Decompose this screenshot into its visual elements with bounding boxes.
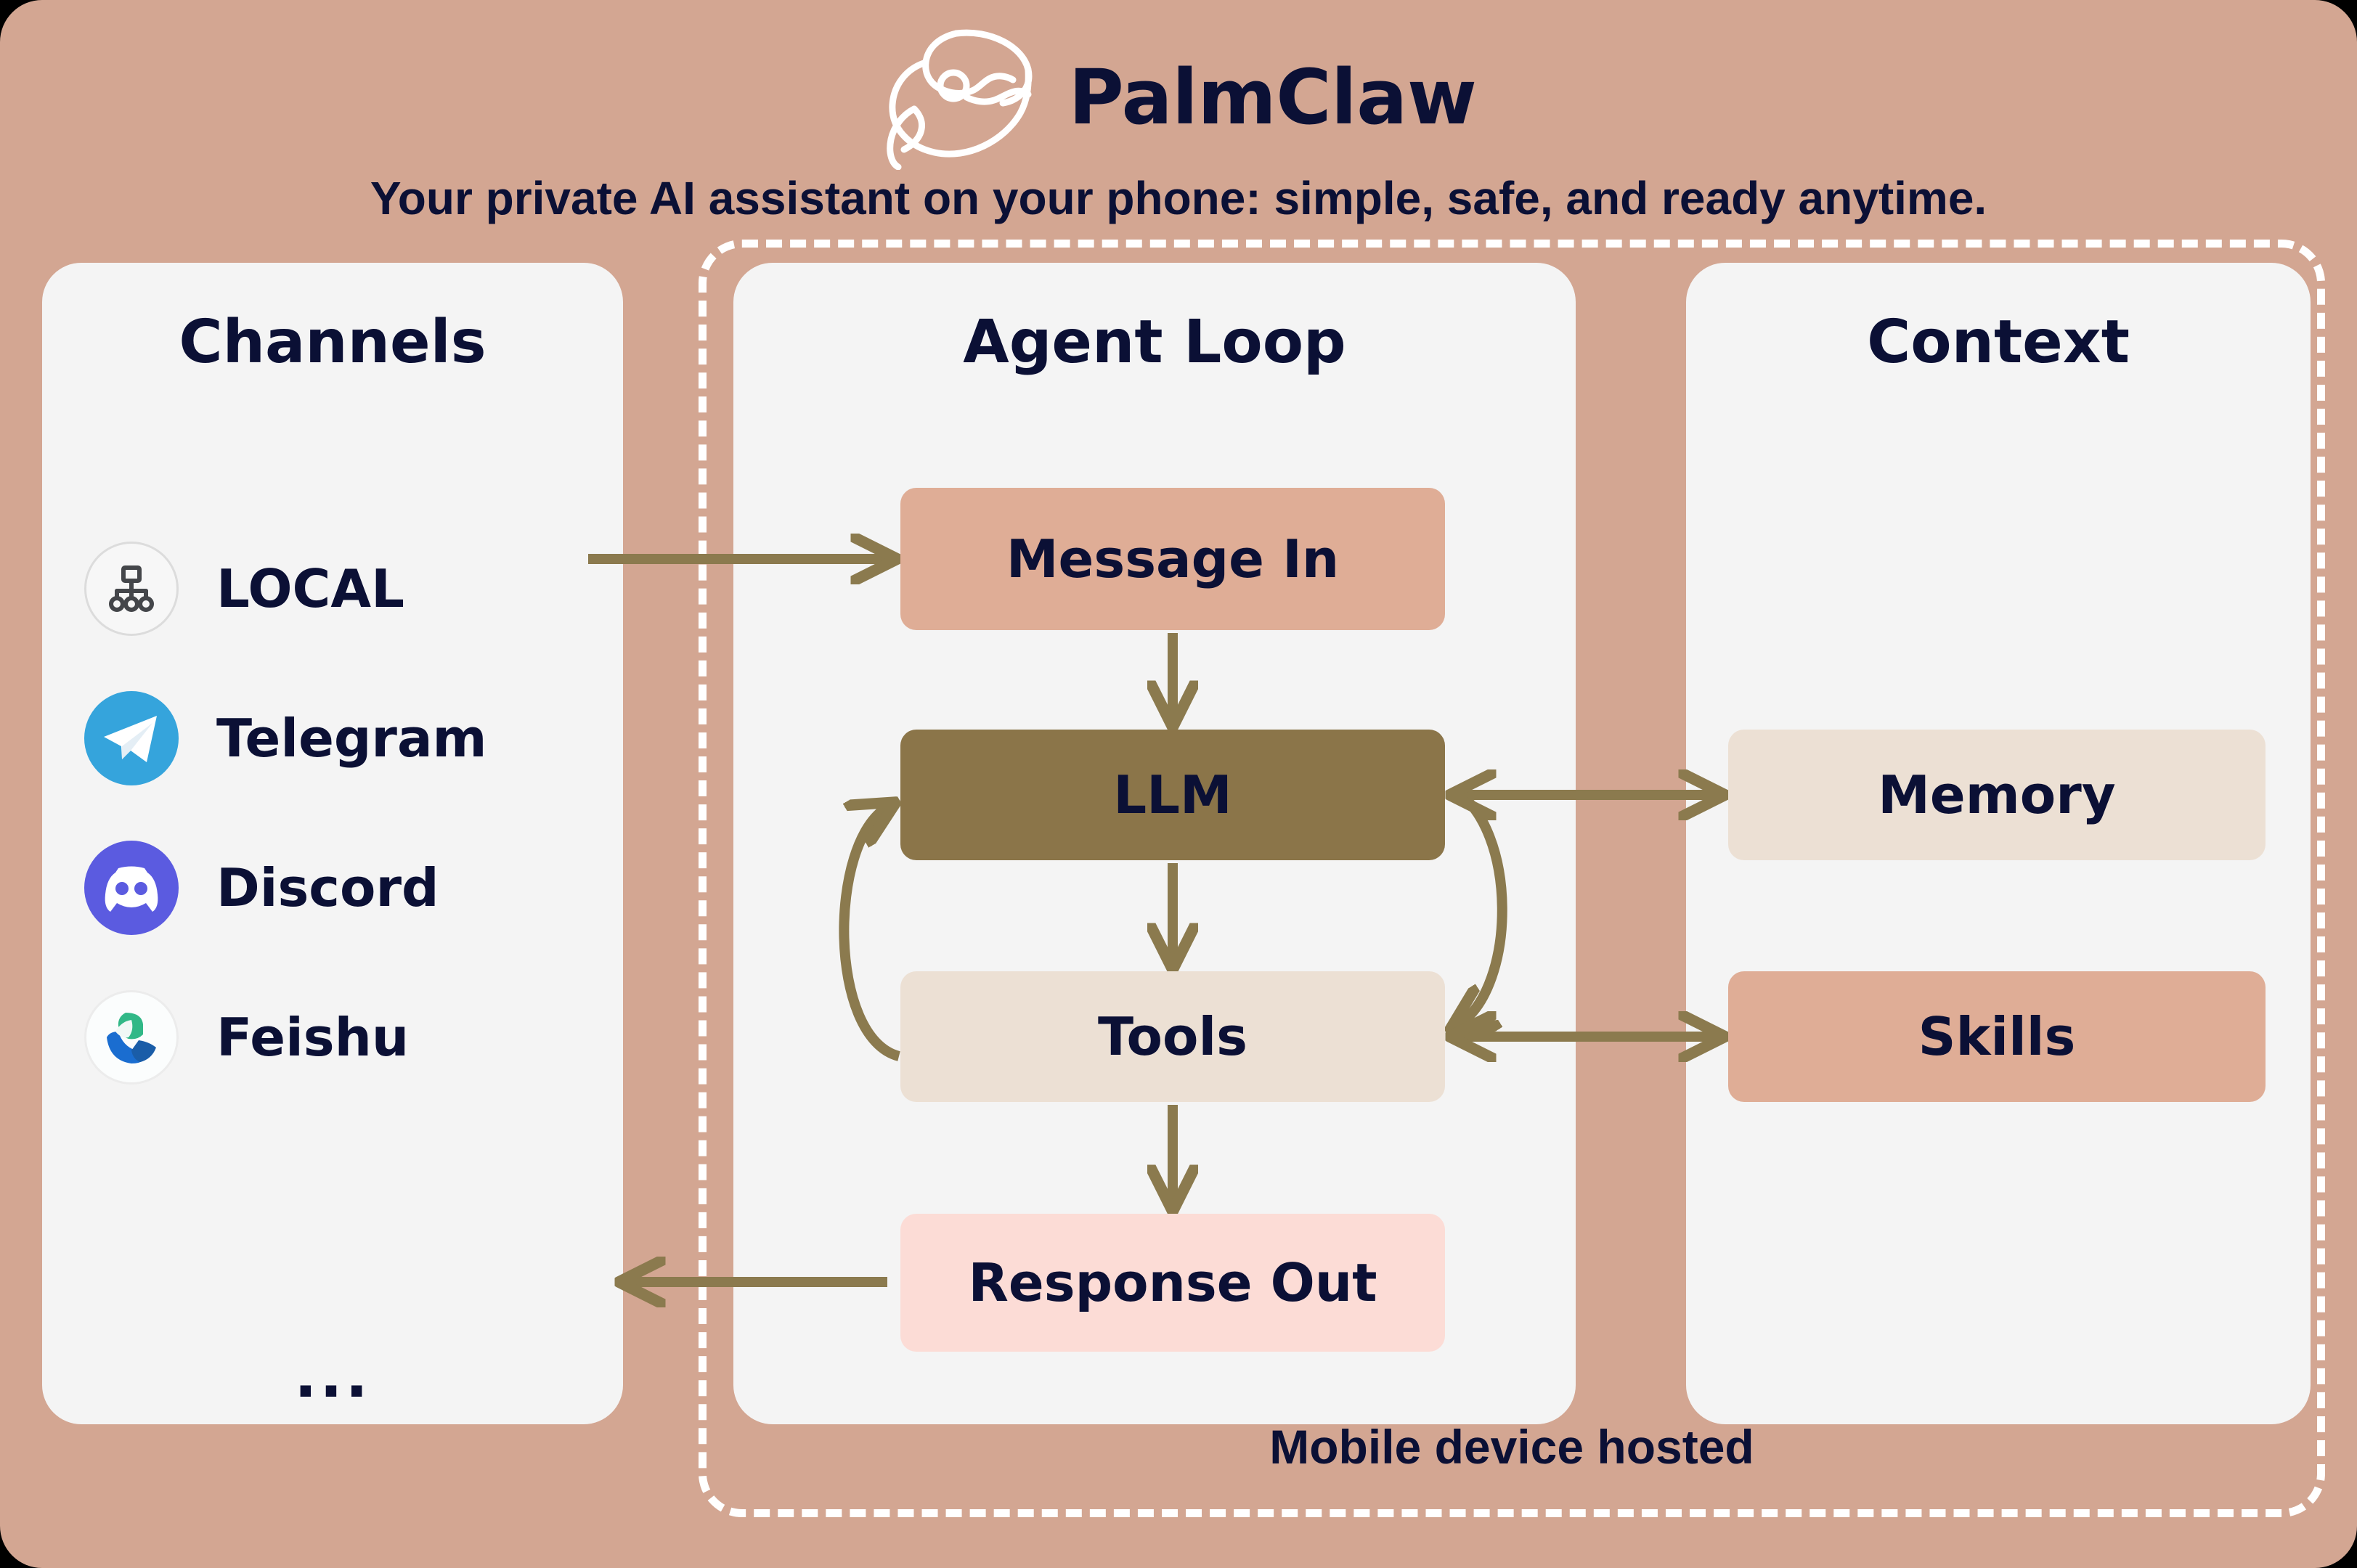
agent-loop-panel-title: Agent Loop (963, 308, 1346, 377)
sitemap-icon (84, 542, 179, 636)
mobile-device-label: Mobile device hosted (1269, 1420, 1754, 1474)
node-message-in[interactable]: Message In (900, 488, 1445, 630)
channel-label-feishu: Feishu (216, 1007, 410, 1068)
node-llm[interactable]: LLM (900, 730, 1445, 860)
channel-item-telegram[interactable]: Telegram (42, 663, 623, 813)
channel-label-discord: Discord (216, 857, 439, 918)
discord-icon (84, 841, 179, 935)
page-title: PalmClaw (1068, 52, 1477, 142)
node-memory[interactable]: Memory (1728, 730, 2266, 860)
channels-panel: Channels (42, 263, 623, 1424)
context-panel-title: Context (1867, 308, 2130, 377)
telegram-icon (84, 691, 179, 785)
crab-claw-icon (886, 29, 1032, 170)
mobile-device-boundary (699, 240, 2325, 1517)
channel-label-local: LOCAL (216, 558, 404, 619)
channel-item-local[interactable]: LOCAL (42, 514, 623, 663)
channel-item-feishu[interactable]: Feishu (42, 963, 623, 1112)
title-row: PalmClaw (0, 26, 2357, 170)
channels-list: LOCAL Telegram (42, 514, 623, 1112)
header: PalmClaw Your private AI assistant on yo… (0, 26, 2357, 224)
channels-more-indicator: ... (294, 1342, 371, 1411)
node-tools[interactable]: Tools (900, 971, 1445, 1102)
channel-label-telegram: Telegram (216, 708, 487, 769)
page-subtitle: Your private AI assistant on your phone:… (370, 172, 1987, 224)
node-response-out[interactable]: Response Out (900, 1214, 1445, 1352)
feishu-bird-icon (84, 990, 179, 1085)
channels-panel-title: Channels (179, 308, 487, 377)
channel-item-discord[interactable]: Discord (42, 813, 623, 963)
node-skills[interactable]: Skills (1728, 971, 2266, 1102)
